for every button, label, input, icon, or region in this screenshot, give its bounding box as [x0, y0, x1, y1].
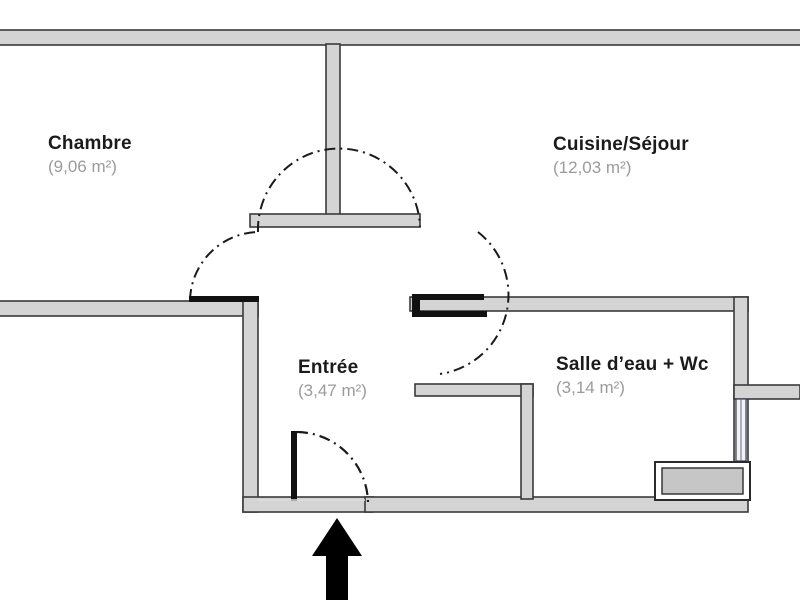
window-salledeau	[735, 398, 747, 462]
door-entrance	[258, 430, 370, 503]
door-entree-top	[256, 147, 421, 233]
door-salledeau-jamb	[412, 294, 420, 317]
door-entrance-swing-arc	[296, 430, 370, 503]
wall-vertical-chambre-cuisine	[325, 43, 341, 221]
wall-partition-horizontal	[414, 383, 534, 397]
wall-top-exterior	[0, 29, 800, 46]
door-chambre-panel	[189, 296, 259, 302]
door-salledeau-panel-upper	[412, 294, 484, 300]
door-entrance-panel	[291, 431, 297, 501]
wall-entree-top	[249, 213, 421, 228]
walls-group	[0, 29, 800, 513]
door-salledeau-panel-lower	[413, 311, 487, 317]
door-salledeau	[412, 231, 510, 375]
wall-right-stub	[733, 384, 800, 400]
shower-fixture	[654, 461, 751, 501]
door-entree-top-swing-arc	[256, 147, 421, 233]
wall-chambre-bottom	[0, 300, 259, 317]
wall-partition-vertical	[520, 383, 534, 500]
door-chambre-swing-arc	[189, 231, 259, 301]
wall-bottom-exterior	[364, 496, 749, 513]
entry-direction-arrow	[312, 518, 362, 600]
door-salledeau-swing-arc	[439, 231, 510, 375]
wall-entree-left	[242, 300, 259, 513]
door-chambre	[189, 231, 259, 302]
